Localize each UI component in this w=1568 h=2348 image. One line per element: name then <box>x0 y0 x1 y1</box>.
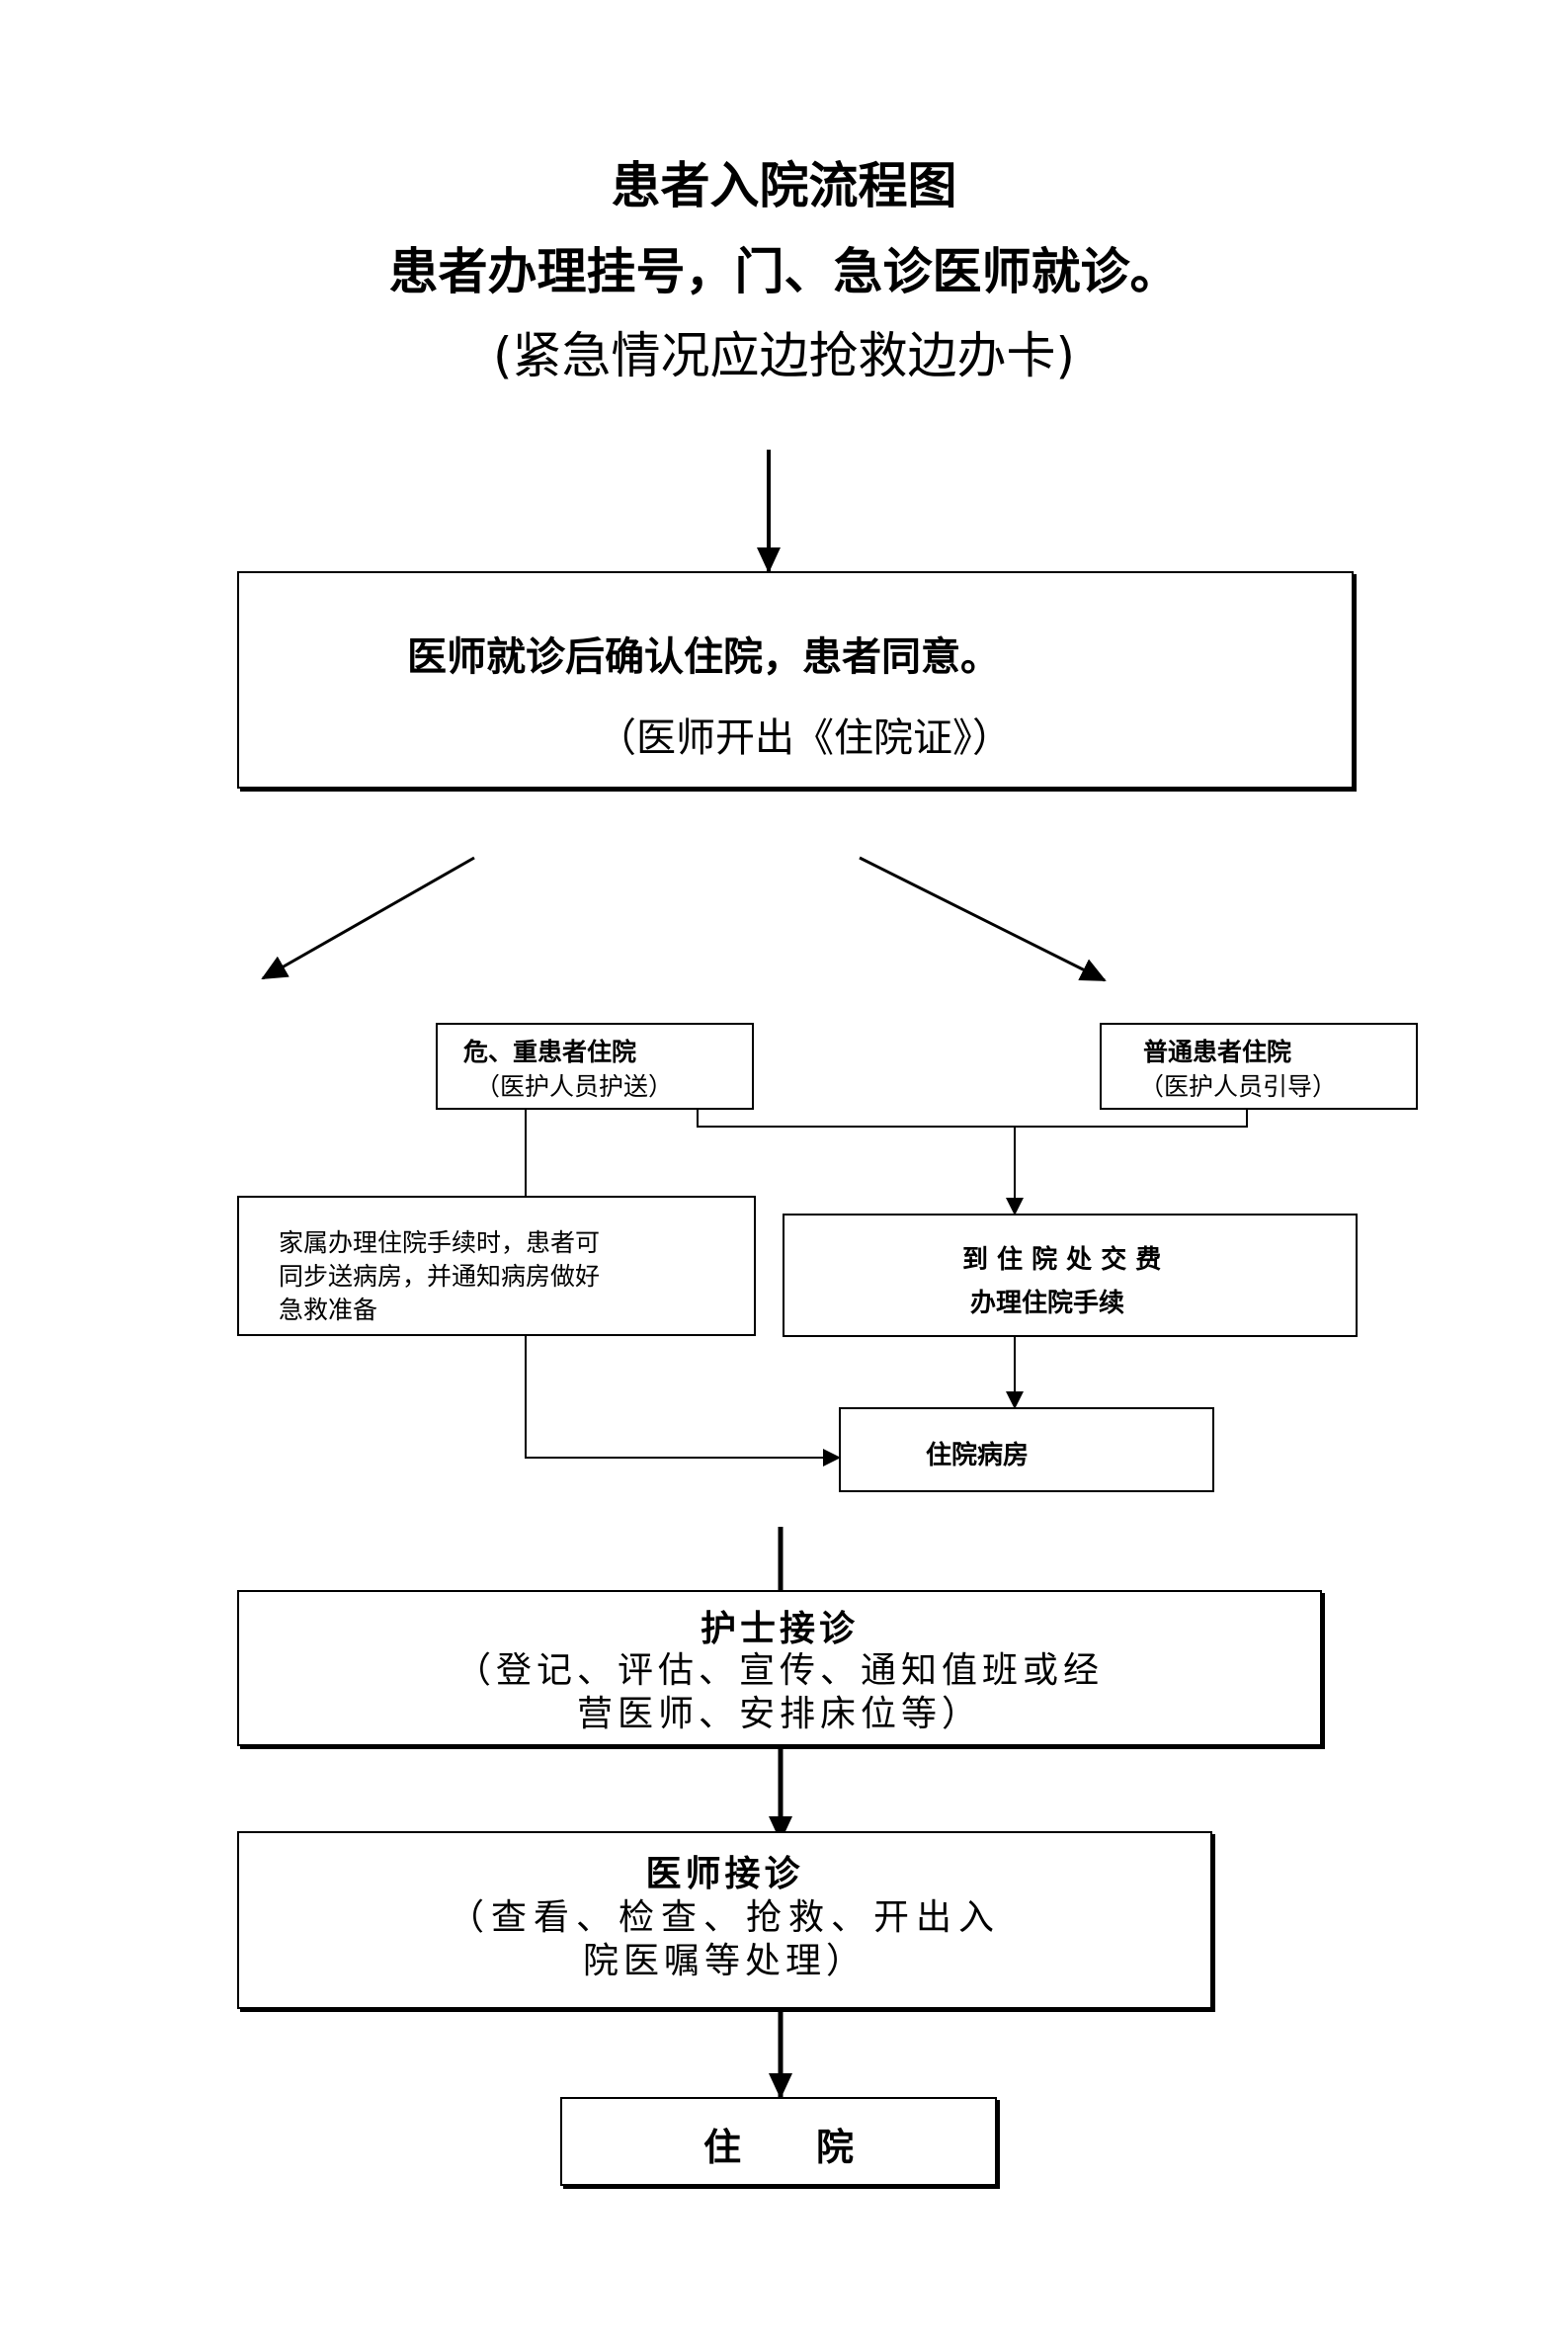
ward-box: 住院病房 <box>839 1407 1214 1492</box>
confirm-admission-text: 医师就诊后确认住院，患者同意。 <box>407 634 1000 680</box>
nurse-reception-line2: 营医师、安排床位等） <box>576 1694 982 1734</box>
arrow-diagonal-right <box>859 856 1107 982</box>
page-title: 患者入院流程图 <box>611 157 957 214</box>
arrow-diagonal-left <box>261 856 475 980</box>
ward-label: 住院病房 <box>926 1441 1030 1470</box>
emergency-note: (紧急情况应边抢救边办卡) <box>492 327 1075 384</box>
normal-patient-box: 普通患者住院 （医护人员引导） <box>1100 1023 1418 1110</box>
confirm-admission-note: （医师开出《住院证》） <box>597 715 1012 761</box>
normal-patient-label: 普通患者住院 <box>1143 1038 1292 1066</box>
doctor-reception-box: 医师接诊 （查看、检查、抢救、开出入 院医嘱等处理） <box>237 1831 1212 2009</box>
nurse-reception-box: 护士接诊 （登记、评估、宣传、通知值班或经 营医师、安排床位等） <box>237 1590 1322 1746</box>
family-procedure-line1: 家属办理住院手续时，患者可 <box>279 1228 601 1257</box>
payment-box: 到 住 院 处 交 费 办理住院手续 <box>783 1214 1358 1337</box>
critical-patient-box: 危、重患者住院 （医护人员护送） <box>436 1023 754 1110</box>
connector-merge <box>697 1110 1248 1128</box>
arrow-family-to-ward <box>525 1336 841 1467</box>
page-subtitle: 患者办理挂号，门、急诊医师就诊。 <box>388 243 1180 300</box>
nurse-reception-line1: （登记、评估、宣传、通知值班或经 <box>454 1650 1104 1691</box>
family-procedure-line3: 急救准备 <box>279 1296 378 1324</box>
critical-patient-note: （医护人员护送） <box>475 1072 674 1101</box>
confirm-admission-box: 医师就诊后确认住院，患者同意。 （医师开出《住院证》） <box>237 571 1354 789</box>
critical-patient-label: 危、重患者住院 <box>463 1038 637 1066</box>
admission-label: 住 院 <box>702 2126 854 2169</box>
family-procedure-box: 家属办理住院手续时，患者可 同步送病房，并通知病房做好 急救准备 <box>237 1196 756 1336</box>
payment-line1: 到 住 院 处 交 费 <box>962 1245 1162 1275</box>
doctor-reception-line1: （查看、检查、抢救、开出入 <box>448 1897 1001 1938</box>
nurse-reception-title: 护士接诊 <box>700 1609 859 1649</box>
family-procedure-line2: 同步送病房，并通知病房做好 <box>279 1262 601 1291</box>
payment-line2: 办理住院手续 <box>970 1289 1125 1318</box>
normal-patient-note: （医护人员引导） <box>1139 1072 1338 1101</box>
doctor-reception-line2: 院医嘱等处理） <box>582 1941 867 1981</box>
doctor-reception-title: 医师接诊 <box>645 1854 804 1894</box>
admission-box: 住 院 <box>560 2097 997 2186</box>
